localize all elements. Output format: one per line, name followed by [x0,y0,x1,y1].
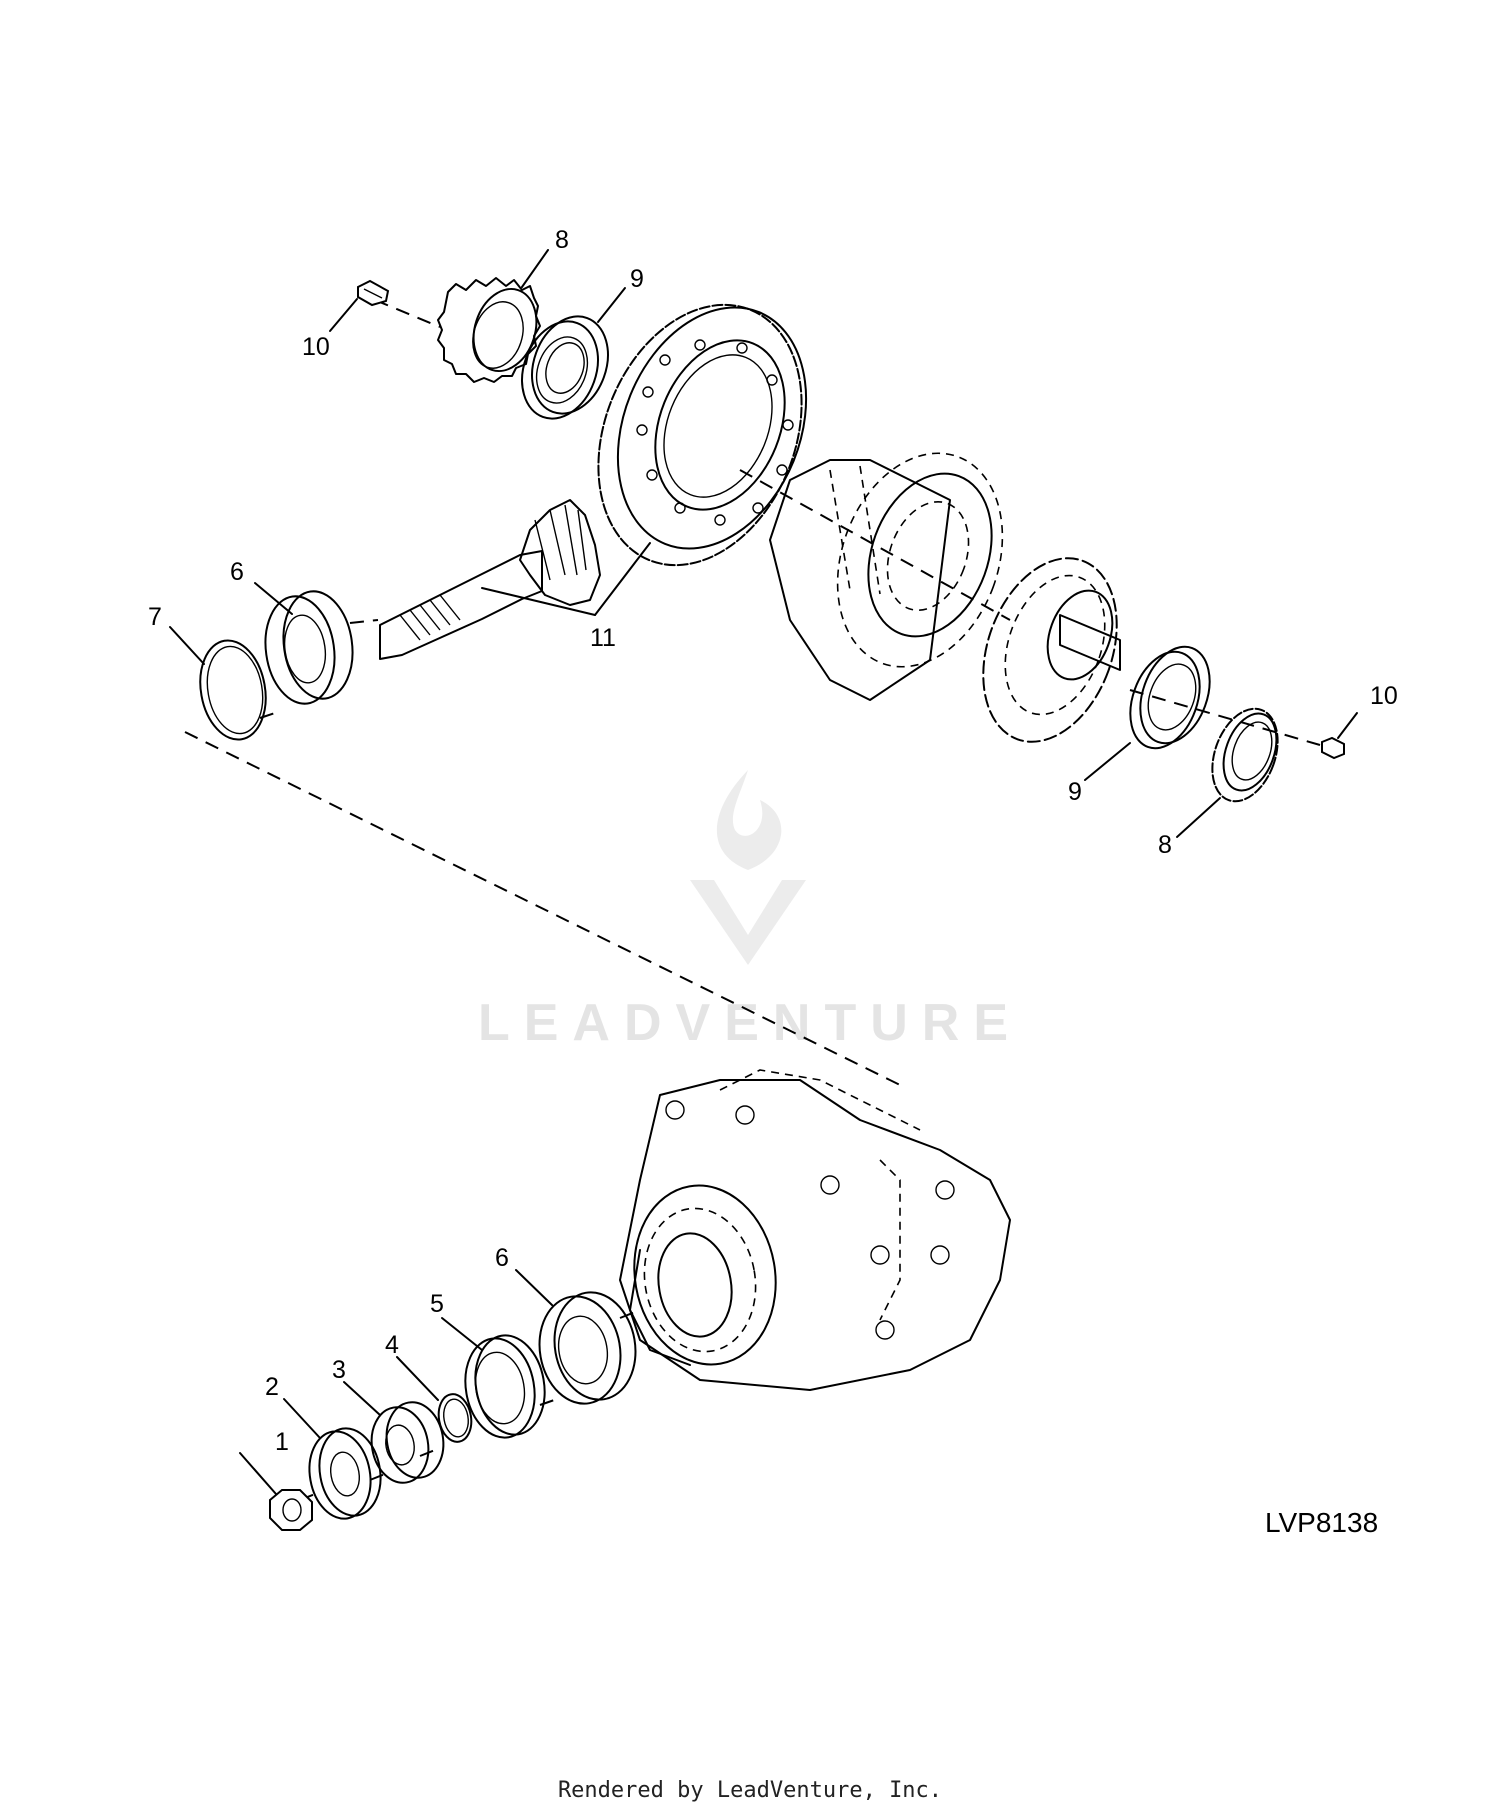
callout-5: 5 [430,1290,444,1318]
flame-v-logo-icon [716,770,782,870]
oil-seal [464,1334,546,1439]
snap-ring [437,1393,473,1443]
callout-10-lower: 10 [1370,682,1398,710]
bolt-upper [357,279,390,307]
axis-lines [184,299,1321,1501]
leader-lines [169,249,1358,1495]
footer-credit: Rendered by LeadVenture, Inc. [558,1778,942,1803]
callout-6-lower: 6 [495,1244,509,1272]
callout-6-upper: 6 [230,558,244,586]
adjusting-ring-upper [437,277,541,383]
axle-housing [619,1069,1011,1391]
figure-id: LVP8138 [1265,1507,1378,1538]
callouts: 1 2 3 4 5 6 6 7 8 9 10 11 10 9 8 [148,226,1398,1456]
adjusting-ring-lower-right [1211,707,1279,803]
bearing-lower-right [1129,645,1211,750]
differential-case [769,452,1004,701]
callout-4: 4 [385,1331,399,1359]
pinion-shaft [379,499,601,660]
v-logo-mark [690,880,806,965]
callout-2: 2 [265,1373,279,1401]
lock-nut [269,1489,313,1531]
callout-9-lower: 9 [1068,778,1082,806]
washer [308,1427,382,1520]
differential-cover [982,557,1121,743]
watermark: LEADVENTURE [478,770,1022,1052]
callout-9-upper: 9 [630,265,644,293]
bolt-lower-right [1321,736,1345,760]
bearing-upper [521,315,609,420]
callout-1: 1 [275,1428,289,1456]
watermark-text: LEADVENTURE [478,994,1022,1052]
pinion-bearing-lower [538,1291,637,1405]
callout-8-lower: 8 [1158,831,1172,859]
shim-ring [199,639,267,741]
pinion-bearing-upper [264,590,354,705]
callout-11: 11 [590,624,616,652]
callout-3: 3 [332,1356,346,1384]
callout-7: 7 [148,603,162,631]
spacer [370,1401,445,1484]
callout-8-upper: 8 [555,226,569,254]
ring-gear [597,303,808,567]
callout-10-upper: 10 [302,333,330,361]
